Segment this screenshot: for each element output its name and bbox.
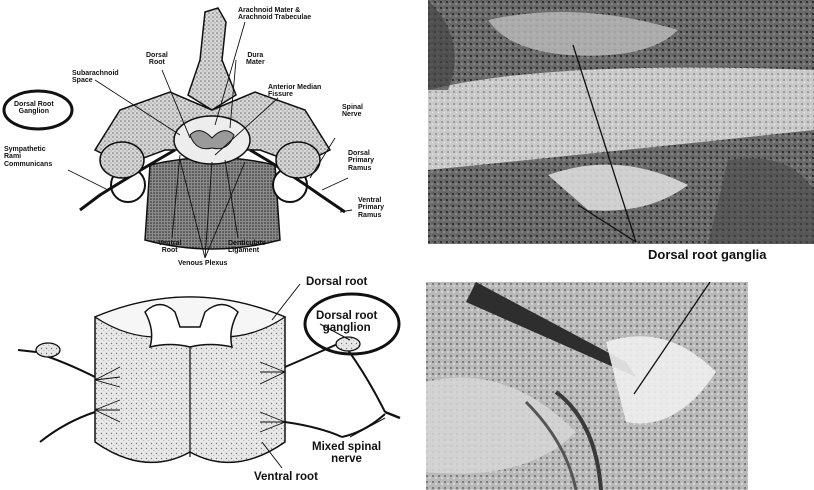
top-photo-image	[428, 0, 814, 244]
vertebra-cross-section-diagram: Arachnoid Mater & Arachnoid Trabeculae D…	[0, 0, 400, 272]
label-ventral-root-bottom: Ventral root	[254, 471, 318, 483]
label-arachnoid-mater: Arachnoid Mater & Arachnoid Trabeculae	[238, 7, 311, 22]
label-spinal-nerve: Spinal Nerve	[342, 104, 363, 119]
bottom-right-photo	[426, 282, 748, 490]
label-dorsal-root-ganglia: Dorsal root ganglia	[648, 248, 766, 262]
label-dorsal-primary-ramus: Dorsal Primary Ramus	[348, 150, 374, 172]
label-dorsal-root: Dorsal Root	[146, 52, 168, 67]
bottom-photo-image	[426, 282, 748, 490]
label-anterior-median-fissure: Anterior Median Fissure	[268, 84, 321, 99]
label-dura-mater: Dura Mater	[246, 52, 265, 67]
top-right-photo	[428, 0, 814, 244]
label-ventral-root: Ventral Root	[158, 240, 181, 255]
label-subarachnoid-space: Subarachnoid Space	[72, 70, 119, 85]
label-mixed-spinal-nerve: Mixed spinal nerve	[312, 441, 381, 465]
vertebra-drawing	[0, 0, 400, 272]
spinal-cord-segment-diagram: Dorsal root Dorsal root ganglion Mixed s…	[0, 272, 420, 490]
label-sympathetic-rami-communicans: Sympathetic Rami Communicans	[4, 146, 52, 168]
label-dorsal-root-ganglion-top: Dorsal Root Ganglion	[14, 101, 54, 116]
label-denticulate-ligament: Denticulate Ligament	[228, 240, 266, 255]
label-ventral-primary-ramus: Ventral Primary Ramus	[358, 197, 384, 219]
label-venous-plexus: Venous Plexus	[178, 260, 227, 267]
label-dorsal-root-bottom: Dorsal root	[306, 276, 367, 288]
label-dorsal-root-ganglion-bottom: Dorsal root ganglion	[316, 310, 377, 334]
